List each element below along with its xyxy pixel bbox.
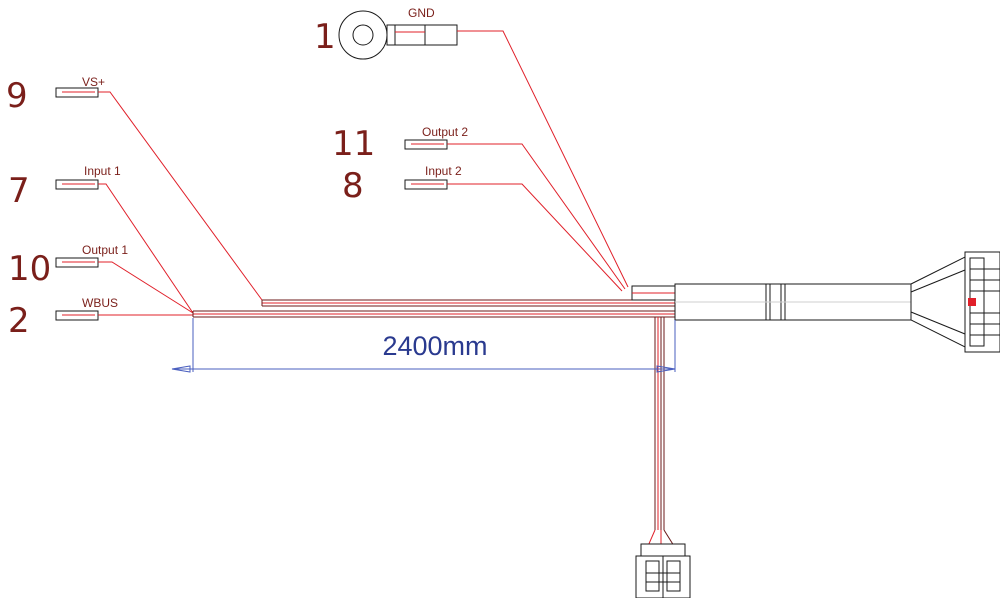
wire-label-gnd: GND xyxy=(408,6,435,20)
wire-label-wbus: WBUS xyxy=(82,296,118,310)
pin-10-output1-group: 10 Output 1 xyxy=(8,243,194,314)
pin-8-input2-group: 8 Input 2 xyxy=(342,164,623,292)
wire-output-1 xyxy=(98,261,194,314)
pin-number-9: 9 xyxy=(6,76,28,116)
ring-terminal-icon xyxy=(338,10,458,60)
wire-vs xyxy=(98,91,263,301)
wire-input-1 xyxy=(98,183,194,314)
wire-label-output-2: Output 2 xyxy=(422,125,468,139)
dimension-arrow-icon xyxy=(656,365,676,373)
pin-number-10: 10 xyxy=(8,249,51,289)
dimension-2400mm: 2400mm xyxy=(171,318,676,373)
wire-label-vs: VS+ xyxy=(82,75,105,89)
pin-11-output2-group: 11 Output 2 xyxy=(332,124,626,290)
pin-2-wbus-group: 2 WBUS xyxy=(8,296,193,341)
pin-number-1: 1 xyxy=(314,17,336,57)
wire-label-output-1: Output 1 xyxy=(82,243,128,257)
wire-label-input-2: Input 2 xyxy=(425,164,462,178)
branch-cable xyxy=(647,317,675,547)
pin-number-2: 2 xyxy=(8,301,30,341)
wire-output-2 xyxy=(447,143,626,290)
pin-number-11: 11 xyxy=(332,124,375,164)
pin-number-8: 8 xyxy=(342,166,364,206)
dimension-arrow-icon xyxy=(171,365,191,373)
wire-gnd xyxy=(457,30,629,288)
wire-input-2 xyxy=(447,183,623,292)
wire-label-input-1: Input 1 xyxy=(84,164,121,178)
pin-7-input1-group: 7 Input 1 xyxy=(8,164,194,314)
pin-9-vs-group: 9 VS+ xyxy=(6,75,263,301)
small-connector-icon xyxy=(635,543,691,598)
pin-1-gnd-group: 1 GND xyxy=(314,6,629,288)
main-cable-bundle xyxy=(192,285,676,318)
pin-number-7: 7 xyxy=(8,171,30,211)
dimension-label: 2400mm xyxy=(382,331,487,361)
main-connector-housing xyxy=(674,251,1000,353)
